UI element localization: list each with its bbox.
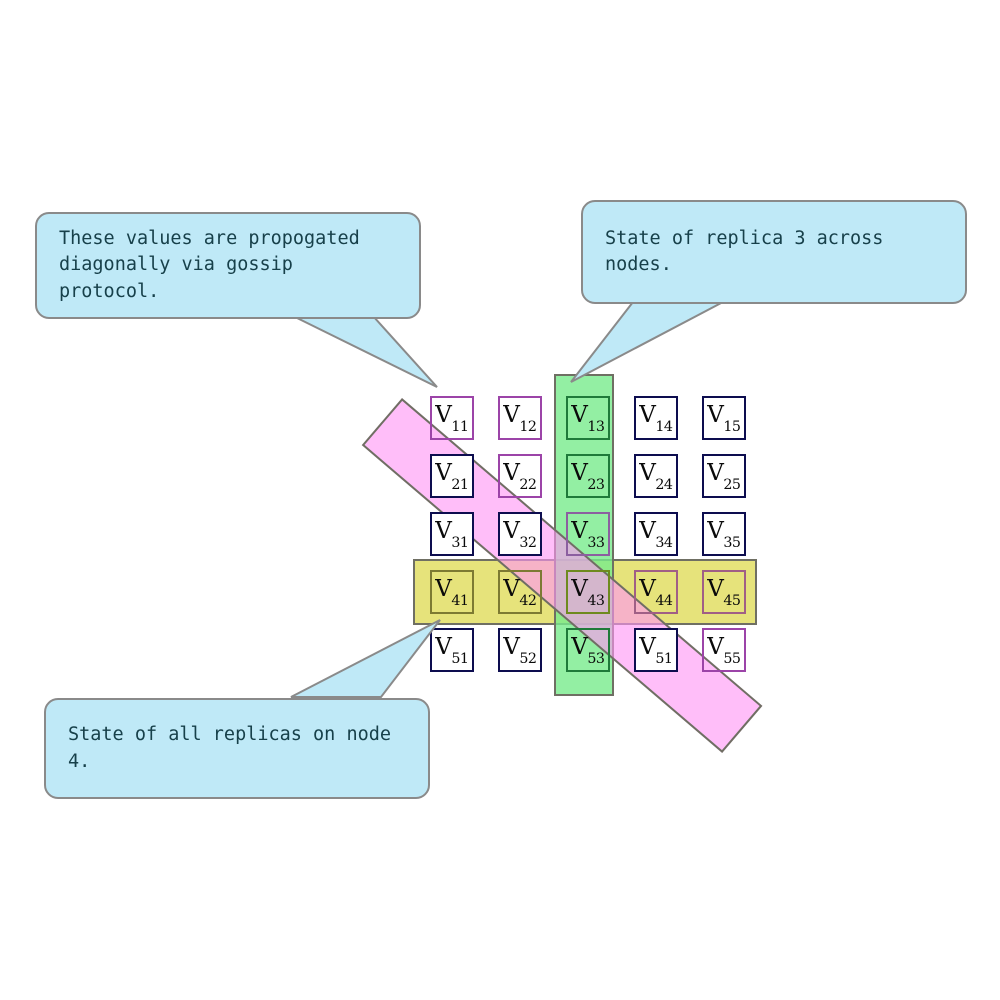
grid-cell-v11[interactable]: V11 [430,396,474,440]
grid-cell-v22[interactable]: V22 [498,454,542,498]
grid-cell-v23[interactable]: V23 [566,454,610,498]
grid-cell-subscript: 52 [519,651,537,668]
grid-cell-label: V24 [639,459,673,494]
grid-cell-subscript: 42 [519,593,537,610]
grid-cell-subscript: 22 [519,477,537,494]
grid-cell-label: V41 [435,575,469,610]
grid-cell-label: V34 [639,517,673,552]
grid-cell-subscript: 12 [519,419,537,436]
grid-cell-subscript: 41 [451,593,469,610]
grid-cell-label: V13 [571,401,605,436]
grid-cell-label: V25 [707,459,741,494]
grid-cell-subscript: 53 [587,651,605,668]
grid-cell-label: V14 [639,401,673,436]
grid-cell-v42[interactable]: V42 [498,570,542,614]
grid-cell-subscript: 55 [723,651,741,668]
grid-cell-label: V35 [707,517,741,552]
grid-cell-v41[interactable]: V41 [430,570,474,614]
grid-cell-v43[interactable]: V43 [566,570,610,614]
grid-cell-v34[interactable]: V34 [634,512,678,556]
grid-cell-label: V55 [707,633,741,668]
grid-cell-v12[interactable]: V12 [498,396,542,440]
node4-note-text: State of all replicas on node 4. [68,724,392,772]
gossip-note-callout[interactable]: These values are propogated diagonally v… [35,212,421,319]
grid-cell-subscript: 24 [655,477,673,494]
grid-cell-subscript: 21 [451,477,469,494]
grid-cell-v51[interactable]: V51 [430,628,474,672]
grid-cell-v14[interactable]: V14 [634,396,678,440]
grid-cell-label: V22 [503,459,537,494]
grid-cell-subscript: 14 [655,419,673,436]
grid-cell-v33[interactable]: V33 [566,512,610,556]
grid-cell-subscript: 43 [587,593,605,610]
grid-cell-subscript: 15 [723,419,741,436]
grid-cell-subscript: 44 [655,593,673,610]
grid-cell-label: V12 [503,401,537,436]
grid-cell-label: V51 [435,633,469,668]
grid-cell-subscript: 23 [587,477,605,494]
grid-cell-subscript: 34 [655,535,673,552]
replica3-note-callout[interactable]: State of replica 3 across nodes. [581,200,967,304]
grid-cell-v35[interactable]: V35 [702,512,746,556]
grid-cell-label: V45 [707,575,741,610]
grid-cell-v13[interactable]: V13 [566,396,610,440]
grid-cell-v51[interactable]: V51 [634,628,678,672]
grid-cell-subscript: 25 [723,477,741,494]
grid-cell-subscript: 11 [451,419,469,436]
replica3-note-text: State of replica 3 across nodes. [605,227,884,275]
grid-cell-label: V15 [707,401,741,436]
grid-cell-subscript: 35 [723,535,741,552]
grid-cell-v31[interactable]: V31 [430,512,474,556]
grid-cell-v32[interactable]: V32 [498,512,542,556]
gossip-note-text: These values are propogated diagonally v… [59,228,360,302]
grid-cell-label: V21 [435,459,469,494]
grid-cell-v24[interactable]: V24 [634,454,678,498]
grid-cell-subscript: 13 [587,419,605,436]
grid-cell-v52[interactable]: V52 [498,628,542,672]
grid-cell-label: V11 [435,401,469,436]
grid-cell-label: V43 [571,575,605,610]
grid-cell-v55[interactable]: V55 [702,628,746,672]
grid-cell-v45[interactable]: V45 [702,570,746,614]
grid-cell-label: V33 [571,517,605,552]
grid-cell-label: V32 [503,517,537,552]
grid-cell-v15[interactable]: V15 [702,396,746,440]
grid-cell-label: V51 [639,633,673,668]
grid-cell-subscript: 33 [587,535,605,552]
grid-cell-subscript: 51 [451,651,469,668]
grid-cell-label: V23 [571,459,605,494]
grid-cell-label: V53 [571,633,605,668]
grid-cell-v53[interactable]: V53 [566,628,610,672]
grid-cell-v44[interactable]: V44 [634,570,678,614]
grid-cell-v25[interactable]: V25 [702,454,746,498]
grid-cell-label: V42 [503,575,537,610]
grid-cell-label: V31 [435,517,469,552]
node4-note-callout[interactable]: State of all replicas on node 4. [44,698,430,799]
grid-cell-subscript: 31 [451,535,469,552]
grid-cell-label: V52 [503,633,537,668]
grid-cell-subscript: 45 [723,593,741,610]
grid-cell-subscript: 51 [655,651,673,668]
grid-cell-subscript: 32 [519,535,537,552]
grid-cell-label: V44 [639,575,673,610]
grid-cell-v21[interactable]: V21 [430,454,474,498]
